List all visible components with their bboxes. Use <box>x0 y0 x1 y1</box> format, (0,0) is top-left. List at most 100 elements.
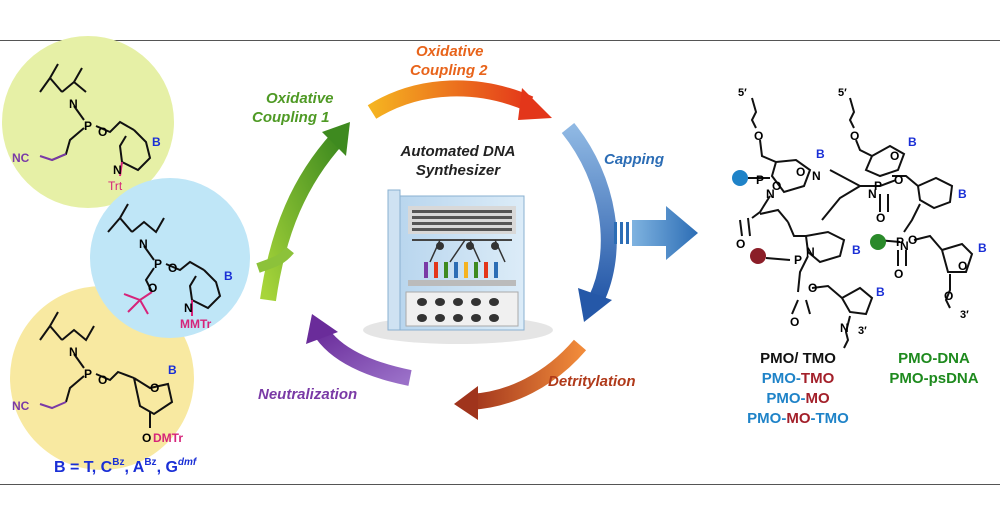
synthesizer-machine <box>363 189 553 344</box>
svg-text:PMO-MO-TMO: PMO-MO-TMO <box>747 410 849 427</box>
svg-text:3′: 3′ <box>858 325 867 337</box>
legend-right: PMO-DNA PMO-psDNA <box>889 350 978 387</box>
monomer-dmtr-protect: DMTr <box>153 431 183 445</box>
monomer-mmtr-o: O <box>168 261 177 275</box>
svg-text:O: O <box>736 237 745 251</box>
svg-text:O: O <box>944 289 953 303</box>
legend-right-1: PMO-psDNA <box>889 370 978 387</box>
arrow-capping <box>561 122 617 322</box>
svg-text:N: N <box>900 239 909 253</box>
monomer-dmtr-p: P <box>84 367 92 381</box>
arrow-oxidative-coupling-1 <box>256 122 350 302</box>
legend-left-3c: -TMO <box>811 410 850 427</box>
svg-text:P: P <box>794 253 802 267</box>
svg-text:3′: 3′ <box>960 309 969 321</box>
label-capping: Capping <box>604 151 664 168</box>
monomer-dmtr-structure <box>39 311 174 428</box>
tert-butyl-group <box>123 291 153 315</box>
monomer-mmtr-protect: MMTr <box>180 317 212 331</box>
legend-left-3a: PMO- <box>747 410 786 427</box>
monomer-dmtr-nc: NC <box>12 399 30 413</box>
dot-red <box>750 248 766 264</box>
svg-text:PMO-MO: PMO-MO <box>766 390 830 407</box>
monomer-trt-ring-n: N <box>113 163 122 177</box>
product-arrow <box>614 206 698 260</box>
monomer-mmtr-p: P <box>154 257 162 271</box>
svg-text:O: O <box>890 149 899 163</box>
svg-text:O: O <box>790 315 799 329</box>
monomer-dmtr-base: B <box>168 363 177 377</box>
monomer-trt-structure <box>39 63 152 177</box>
svg-text:N: N <box>868 187 877 201</box>
svg-text:P: P <box>756 173 764 187</box>
monomer-trt-protect: Trt <box>108 179 123 193</box>
svg-text:B: B <box>816 147 825 161</box>
dot-green <box>870 234 886 250</box>
arrow-neutralization <box>306 314 412 386</box>
legend-left: PMO/ TMO PMO-TMO PMO-MO PMO-MO-TMO <box>747 350 849 427</box>
legend-left-1a: PMO- <box>762 370 801 387</box>
svg-text:O: O <box>958 259 967 273</box>
monomer-mmtr-structure <box>107 203 222 316</box>
svg-text:P: P <box>874 179 882 193</box>
svg-text:N: N <box>812 169 821 183</box>
monomer-mmtr-ring-n: N <box>184 301 193 315</box>
svg-text:B: B <box>876 285 885 299</box>
arrow-oxidative-coupling-2 <box>367 80 552 120</box>
svg-text:PMO-TMO: PMO-TMO <box>762 370 835 387</box>
monomer-trt-n: N <box>69 97 78 111</box>
arrow-detritylation <box>454 339 587 420</box>
monomer-dmtr-ring-o: O <box>150 381 159 395</box>
monomer-trt-circle <box>2 36 174 208</box>
base-definition: B = T, CBz, ABz, Gdmf <box>54 457 198 476</box>
bottom-rule <box>0 484 1000 485</box>
product-structure <box>739 97 974 349</box>
svg-text:O: O <box>796 165 805 179</box>
svg-text:O: O <box>808 281 817 295</box>
monomer-trt-p: P <box>84 119 92 133</box>
label-detritylation: Detritylation <box>548 373 636 390</box>
monomer-dmtr-o: O <box>98 373 107 387</box>
svg-text:P: P <box>896 235 904 249</box>
svg-text:B: B <box>978 241 987 255</box>
legend-left-2a: PMO- <box>766 390 805 407</box>
monomer-trt-base: B <box>152 135 161 149</box>
svg-text:5′: 5′ <box>838 87 847 99</box>
monomer-dmtr-n: N <box>69 345 78 359</box>
monomer-mmtr-circle <box>90 178 250 338</box>
svg-text:B: B <box>852 243 861 257</box>
svg-text:N: N <box>806 245 815 259</box>
product-atom-labels: 5′ 5′ O O O O B B N N P P N O O O O B B … <box>736 87 987 337</box>
svg-text:O: O <box>908 233 917 247</box>
monomer-trt-nc: NC <box>12 151 30 165</box>
svg-text:O: O <box>876 211 885 225</box>
svg-text:O: O <box>754 129 763 143</box>
legend-left-1b: TMO <box>801 370 835 387</box>
monomer-dmtr-o3: O <box>142 431 151 445</box>
monomer-mmtr-base: B <box>224 269 233 283</box>
svg-text:B: B <box>958 187 967 201</box>
svg-text:N: N <box>840 321 849 335</box>
legend-right-0: PMO-DNA <box>898 350 970 367</box>
monomer-trt-o: O <box>98 125 107 139</box>
svg-text:O: O <box>772 179 781 193</box>
dot-blue <box>732 170 748 186</box>
legend-left-3b: MO <box>786 410 810 427</box>
svg-text:5′: 5′ <box>738 87 747 99</box>
svg-text:N: N <box>766 187 775 201</box>
top-rule <box>0 40 1000 41</box>
legend-left-0: PMO/ TMO <box>760 350 836 367</box>
monomer-mmtr-n: N <box>139 237 148 251</box>
svg-text:O: O <box>894 267 903 281</box>
svg-text:O: O <box>894 173 903 187</box>
legend-left-2b: MO <box>806 390 830 407</box>
monomer-mmtr-o2: O <box>148 281 157 295</box>
svg-text:O: O <box>850 129 859 143</box>
label-neutralization: Neutralization <box>258 386 357 403</box>
svg-text:B: B <box>908 135 917 149</box>
svg-text:PMO/ TMO: PMO/ TMO <box>760 350 836 367</box>
